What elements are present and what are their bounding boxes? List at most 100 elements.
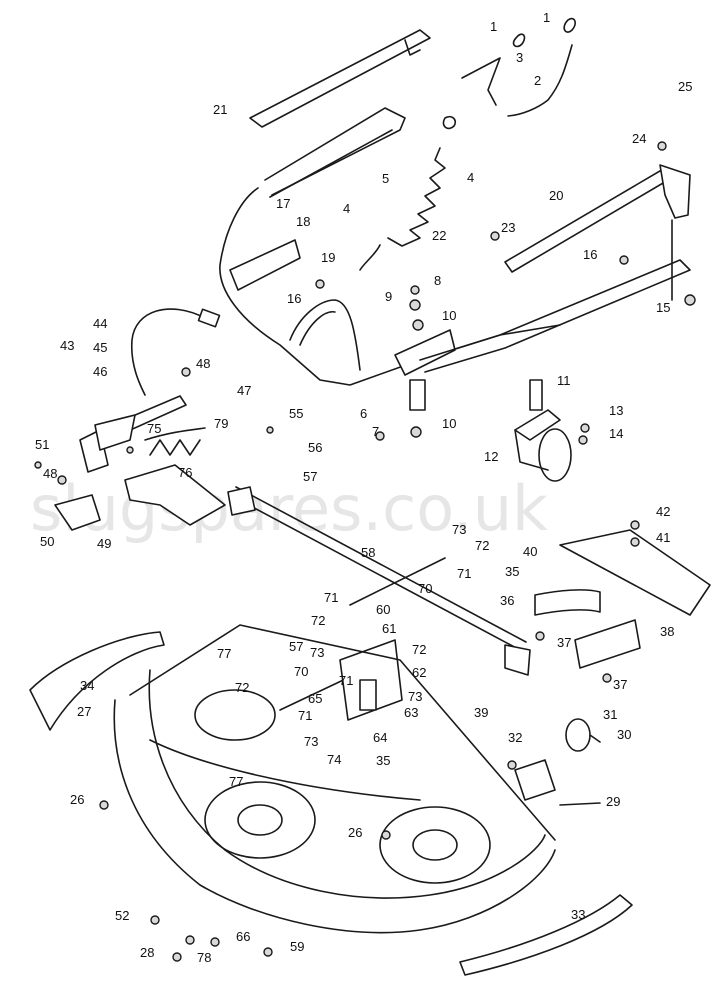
callout-11: 11 (557, 373, 571, 388)
callout-41: 41 (656, 530, 670, 545)
callout-70: 70 (294, 664, 308, 679)
guard-36 (534, 589, 601, 616)
callout-72: 72 (475, 538, 489, 553)
callout-74: 74 (327, 752, 341, 767)
callout-73: 73 (408, 689, 422, 704)
lift-arm-20 (504, 164, 691, 301)
callout-19: 19 (321, 250, 335, 265)
callout-10: 10 (442, 308, 456, 323)
callout-23: 23 (501, 220, 515, 235)
callout-20: 20 (549, 188, 563, 203)
callout-3: 3 (516, 50, 523, 65)
chain-3 (461, 57, 501, 106)
plate-40 (559, 529, 711, 616)
callout-38: 38 (660, 624, 674, 639)
bracket-29 (514, 759, 601, 806)
callout-57: 57 (289, 639, 303, 654)
callout-4: 4 (467, 170, 474, 185)
callout-14: 14 (609, 426, 623, 441)
callout-36: 36 (500, 593, 514, 608)
callout-76: 76 (178, 465, 192, 480)
roller-31 (565, 718, 601, 752)
callout-16: 16 (287, 291, 301, 306)
callout-34: 34 (80, 678, 94, 693)
skid-34 (29, 631, 165, 731)
callout-39: 39 (474, 705, 488, 720)
callout-16: 16 (583, 247, 597, 262)
callout-43: 43 (60, 338, 74, 353)
callout-71: 71 (339, 673, 353, 688)
callout-73: 73 (452, 522, 466, 537)
callout-labels: 1123445678910101112131415161617181920212… (35, 10, 692, 965)
callout-50: 50 (40, 534, 54, 549)
callout-37: 37 (557, 635, 571, 650)
callout-24: 24 (632, 131, 646, 146)
callout-30: 30 (617, 727, 631, 742)
bracket-38 (574, 619, 641, 669)
callout-55: 55 (289, 406, 303, 421)
callout-64: 64 (373, 730, 387, 745)
callout-26: 26 (70, 792, 84, 807)
callout-32: 32 (508, 730, 522, 745)
callout-17: 17 (276, 196, 290, 211)
cable-assembly-43 (79, 308, 221, 473)
callout-44: 44 (93, 316, 107, 331)
frame-6 (219, 107, 691, 411)
callout-12: 12 (484, 449, 498, 464)
callout-13: 13 (609, 403, 623, 418)
callout-57: 57 (303, 469, 317, 484)
callout-7: 7 (372, 424, 379, 439)
callout-52: 52 (115, 908, 129, 923)
callout-1: 1 (543, 10, 550, 25)
callout-8: 8 (434, 273, 441, 288)
deck-housing-27 (113, 624, 556, 934)
callout-47: 47 (237, 383, 251, 398)
callout-33: 33 (571, 907, 585, 922)
callout-6: 6 (360, 406, 367, 421)
callout-35: 35 (505, 564, 519, 579)
callout-29: 29 (606, 794, 620, 809)
callout-60: 60 (376, 602, 390, 617)
callout-27: 27 (77, 704, 91, 719)
callout-71: 71 (298, 708, 312, 723)
callout-78: 78 (197, 950, 211, 965)
callout-70: 70 (418, 581, 432, 596)
callout-2: 2 (534, 73, 541, 88)
callout-62: 62 (412, 665, 426, 680)
callout-45: 45 (93, 340, 107, 355)
callout-42: 42 (656, 504, 670, 519)
callout-21: 21 (213, 102, 227, 117)
callout-46: 46 (93, 364, 107, 379)
callout-75: 75 (147, 421, 161, 436)
callout-79: 79 (214, 416, 228, 431)
callout-51: 51 (35, 437, 49, 452)
callout-9: 9 (385, 289, 392, 304)
callout-63: 63 (404, 705, 418, 720)
callout-77: 77 (217, 646, 231, 661)
callout-15: 15 (656, 300, 670, 315)
bracket-50 (54, 494, 101, 531)
cross-shaft-58 (227, 486, 531, 676)
callout-56: 56 (308, 440, 322, 455)
bracket-63 (339, 639, 403, 721)
callout-31: 31 (603, 707, 617, 722)
callout-71: 71 (457, 566, 471, 581)
callout-35: 35 (376, 753, 390, 768)
callout-40: 40 (523, 544, 537, 559)
skid-33 (459, 894, 633, 976)
callout-73: 73 (310, 645, 324, 660)
callout-59: 59 (290, 939, 304, 954)
callout-10: 10 (442, 416, 456, 431)
callout-25: 25 (678, 79, 692, 94)
watermark: slugspares.co.uk (30, 472, 548, 545)
callout-28: 28 (140, 945, 154, 960)
callout-77: 77 (229, 774, 243, 789)
callout-73: 73 (304, 734, 318, 749)
callout-1: 1 (490, 19, 497, 34)
callout-61: 61 (382, 621, 396, 636)
bracket-76 (124, 427, 226, 526)
callout-72: 72 (235, 680, 249, 695)
callout-71: 71 (324, 590, 338, 605)
callout-37: 37 (613, 677, 627, 692)
